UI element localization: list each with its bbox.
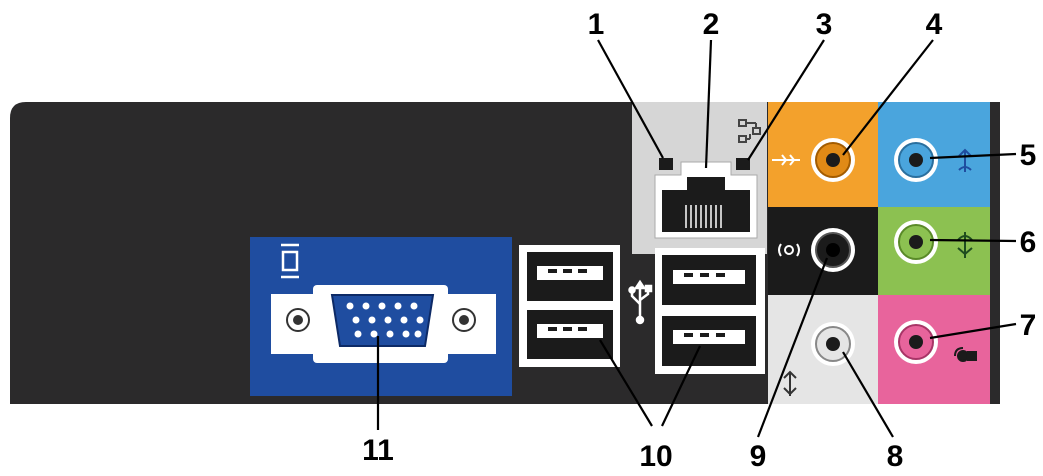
callout-6: 6: [1020, 226, 1037, 259]
usb-block-right: [655, 248, 765, 374]
leader-10b: [661, 345, 701, 427]
blue-jack: [894, 138, 938, 182]
surround-icon: [778, 243, 800, 257]
callout-3: 3: [816, 8, 833, 41]
callout-2: 2: [703, 8, 720, 41]
orange-jack: [811, 138, 855, 182]
line-out-icon: [772, 154, 800, 166]
line-in-icon: [958, 148, 972, 172]
leader-1: [597, 39, 664, 159]
callout-4: 4: [926, 8, 943, 41]
leader-8: [842, 351, 894, 438]
vga-port: [271, 285, 496, 363]
callout-5: 5: [1020, 139, 1037, 172]
headphone-icon: [957, 232, 973, 258]
network-activity-light: [736, 158, 750, 170]
callout-1: 1: [588, 8, 605, 41]
black-jack: [811, 228, 855, 272]
microphone-icon: [954, 347, 977, 362]
network-port: [654, 161, 758, 239]
callout-9: 9: [750, 440, 767, 473]
leader-4: [842, 39, 934, 156]
leader-5: [929, 152, 1017, 160]
callout-11: 11: [362, 434, 394, 467]
leader-7: [929, 322, 1017, 340]
link-integrity-light: [659, 158, 673, 170]
network-icon: [738, 119, 761, 143]
leader-6: [929, 238, 1017, 243]
usb-icon: [628, 279, 653, 325]
monitor-icon: [281, 243, 299, 279]
callout-10: 10: [639, 440, 672, 473]
leader-lines: [376, 39, 1017, 438]
callout-7: 7: [1020, 309, 1037, 342]
leader-9: [756, 257, 829, 438]
leader-2: [704, 39, 713, 169]
callout-8: 8: [887, 440, 904, 473]
pink-jack: [894, 320, 938, 364]
subwoofer-icon: [783, 370, 797, 396]
leader-3: [747, 39, 825, 161]
green-jack: [894, 220, 938, 264]
leader-10a: [599, 339, 653, 427]
